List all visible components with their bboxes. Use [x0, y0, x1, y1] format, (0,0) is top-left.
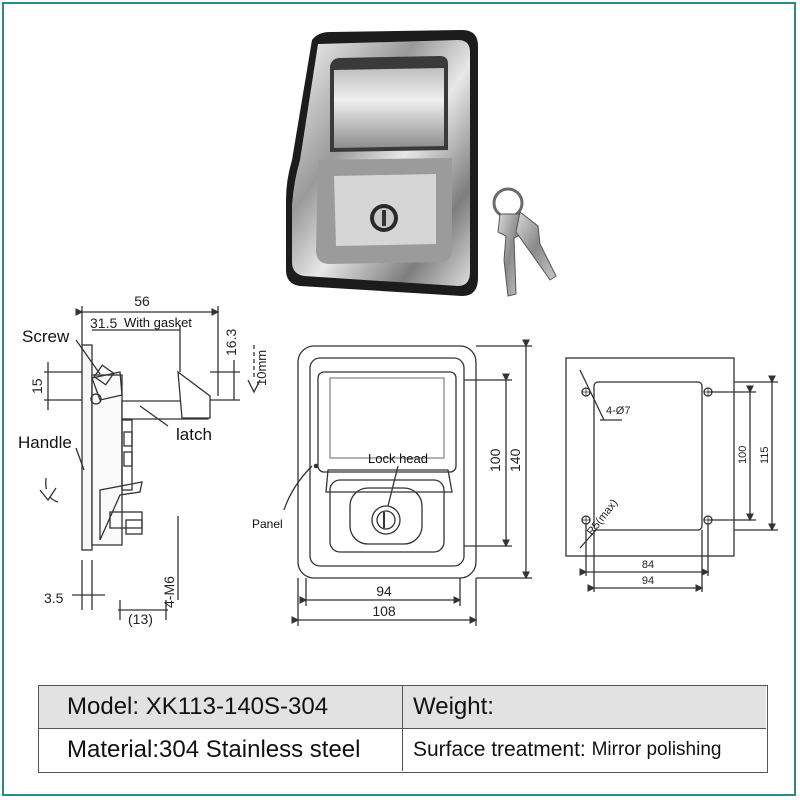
side-view-drawing — [39, 306, 261, 620]
spec-model-label: Model: — [67, 693, 140, 720]
label-panel: Panel — [252, 517, 283, 531]
front-view-drawing — [283, 339, 532, 626]
label-with-gasket: With gasket — [124, 315, 192, 330]
label-latch: latch — [176, 425, 212, 444]
spec-surface-label: Surface treatment: — [413, 738, 586, 761]
dim-cutout-width: 94 — [642, 575, 654, 587]
spec-material-cell: Material:304 Stainless steel — [39, 729, 403, 771]
product-photo — [286, 30, 478, 296]
dim-front-height-outer: 140 — [507, 448, 523, 472]
dim-cutout-height: 115 — [759, 446, 771, 464]
spec-model-cell: Model: XK113-140S-304 — [39, 686, 403, 729]
label-thread-spec: 4-M6 — [161, 576, 177, 608]
spec-weight-cell: Weight: — [403, 686, 766, 729]
dim-side-flange: 3.5 — [44, 590, 64, 606]
spec-surface-cell: Surface treatment: Mirror polishing — [403, 729, 766, 771]
label-screw: Screw — [22, 327, 70, 346]
spec-surface-value: Mirror polishing — [591, 739, 722, 760]
cutout-drawing — [565, 357, 778, 592]
dim-cutout-hole-width: 84 — [642, 559, 654, 571]
label-lock-head: Lock head — [368, 451, 428, 466]
label-hole-spec: 4-Ø7 — [606, 405, 630, 417]
spec-material-label: Material: — [67, 736, 160, 763]
dim-side-width: 56 — [134, 293, 150, 309]
dim-cutout-hole-height: 100 — [737, 446, 749, 464]
dim-side-gasket: 31.5 — [90, 315, 117, 331]
label-travel: 10mm — [254, 350, 269, 386]
dim-side-depth: (13) — [128, 611, 153, 627]
spec-material-value: 304 Stainless steel — [159, 736, 361, 763]
dim-front-height-inner: 100 — [487, 448, 503, 472]
spec-weight-label: Weight: — [413, 693, 494, 720]
spec-model-value: XK113-140S-304 — [145, 693, 329, 720]
dim-front-width-outer: 108 — [372, 603, 396, 619]
keys-photo — [492, 187, 557, 297]
dim-front-width-inner: 94 — [376, 583, 392, 599]
dim-side-latch-height: 16.3 — [223, 329, 239, 356]
dim-side-screw-offset: 15 — [29, 378, 45, 394]
label-handle: Handle — [18, 433, 72, 452]
spec-table: Model: XK113-140S-304 Weight: Material:3… — [38, 685, 768, 773]
